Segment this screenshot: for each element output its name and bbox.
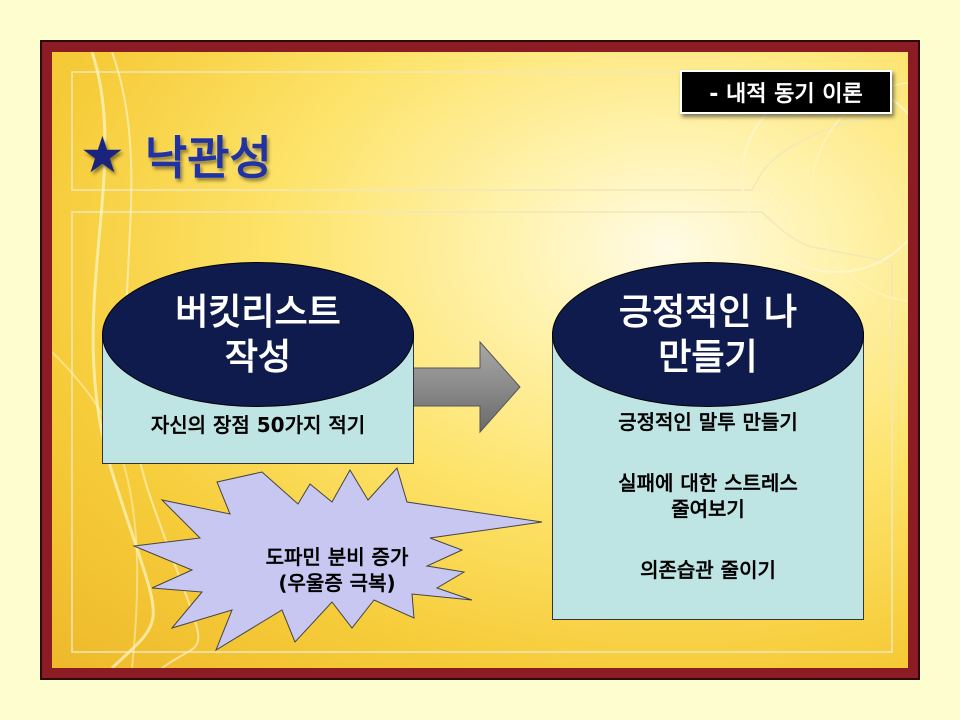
section-tag-label: - 내적 동기 이론 xyxy=(709,82,863,107)
section-tag: - 내적 동기 이론 xyxy=(680,70,892,114)
page-title-text: 낙관성 xyxy=(144,131,272,185)
positive-self-item-1: 긍정적인 말투 만들기 xyxy=(618,410,798,434)
star-icon: ★ xyxy=(80,126,125,184)
bucket-list-detail: 자신의 장점 50가지 적기 xyxy=(150,413,366,437)
positive-self-heading: 긍정적인 나 만들기 xyxy=(552,262,864,407)
bucket-list-heading: 버킷리스트 작성 xyxy=(102,262,414,407)
positive-self-item-3: 의존습관 줄이기 xyxy=(640,558,776,582)
dopamine-callout: 도파민 분비 증가 (우울증 극복) xyxy=(265,545,409,595)
positive-self-item-2: 실패에 대한 스트레스 줄여보기 xyxy=(618,471,798,521)
right-arrow-icon xyxy=(404,340,521,434)
slide-frame: - 내적 동기 이론 ★ 낙관성 자신의 장점 50가지 적기 버킷리스트 작성 xyxy=(40,40,920,680)
connector-graphics xyxy=(132,340,543,652)
starburst-shape xyxy=(132,467,543,652)
slide-canvas: - 내적 동기 이론 ★ 낙관성 자신의 장점 50가지 적기 버킷리스트 작성 xyxy=(52,52,908,668)
page-title: ★ 낙관성 xyxy=(80,120,272,190)
